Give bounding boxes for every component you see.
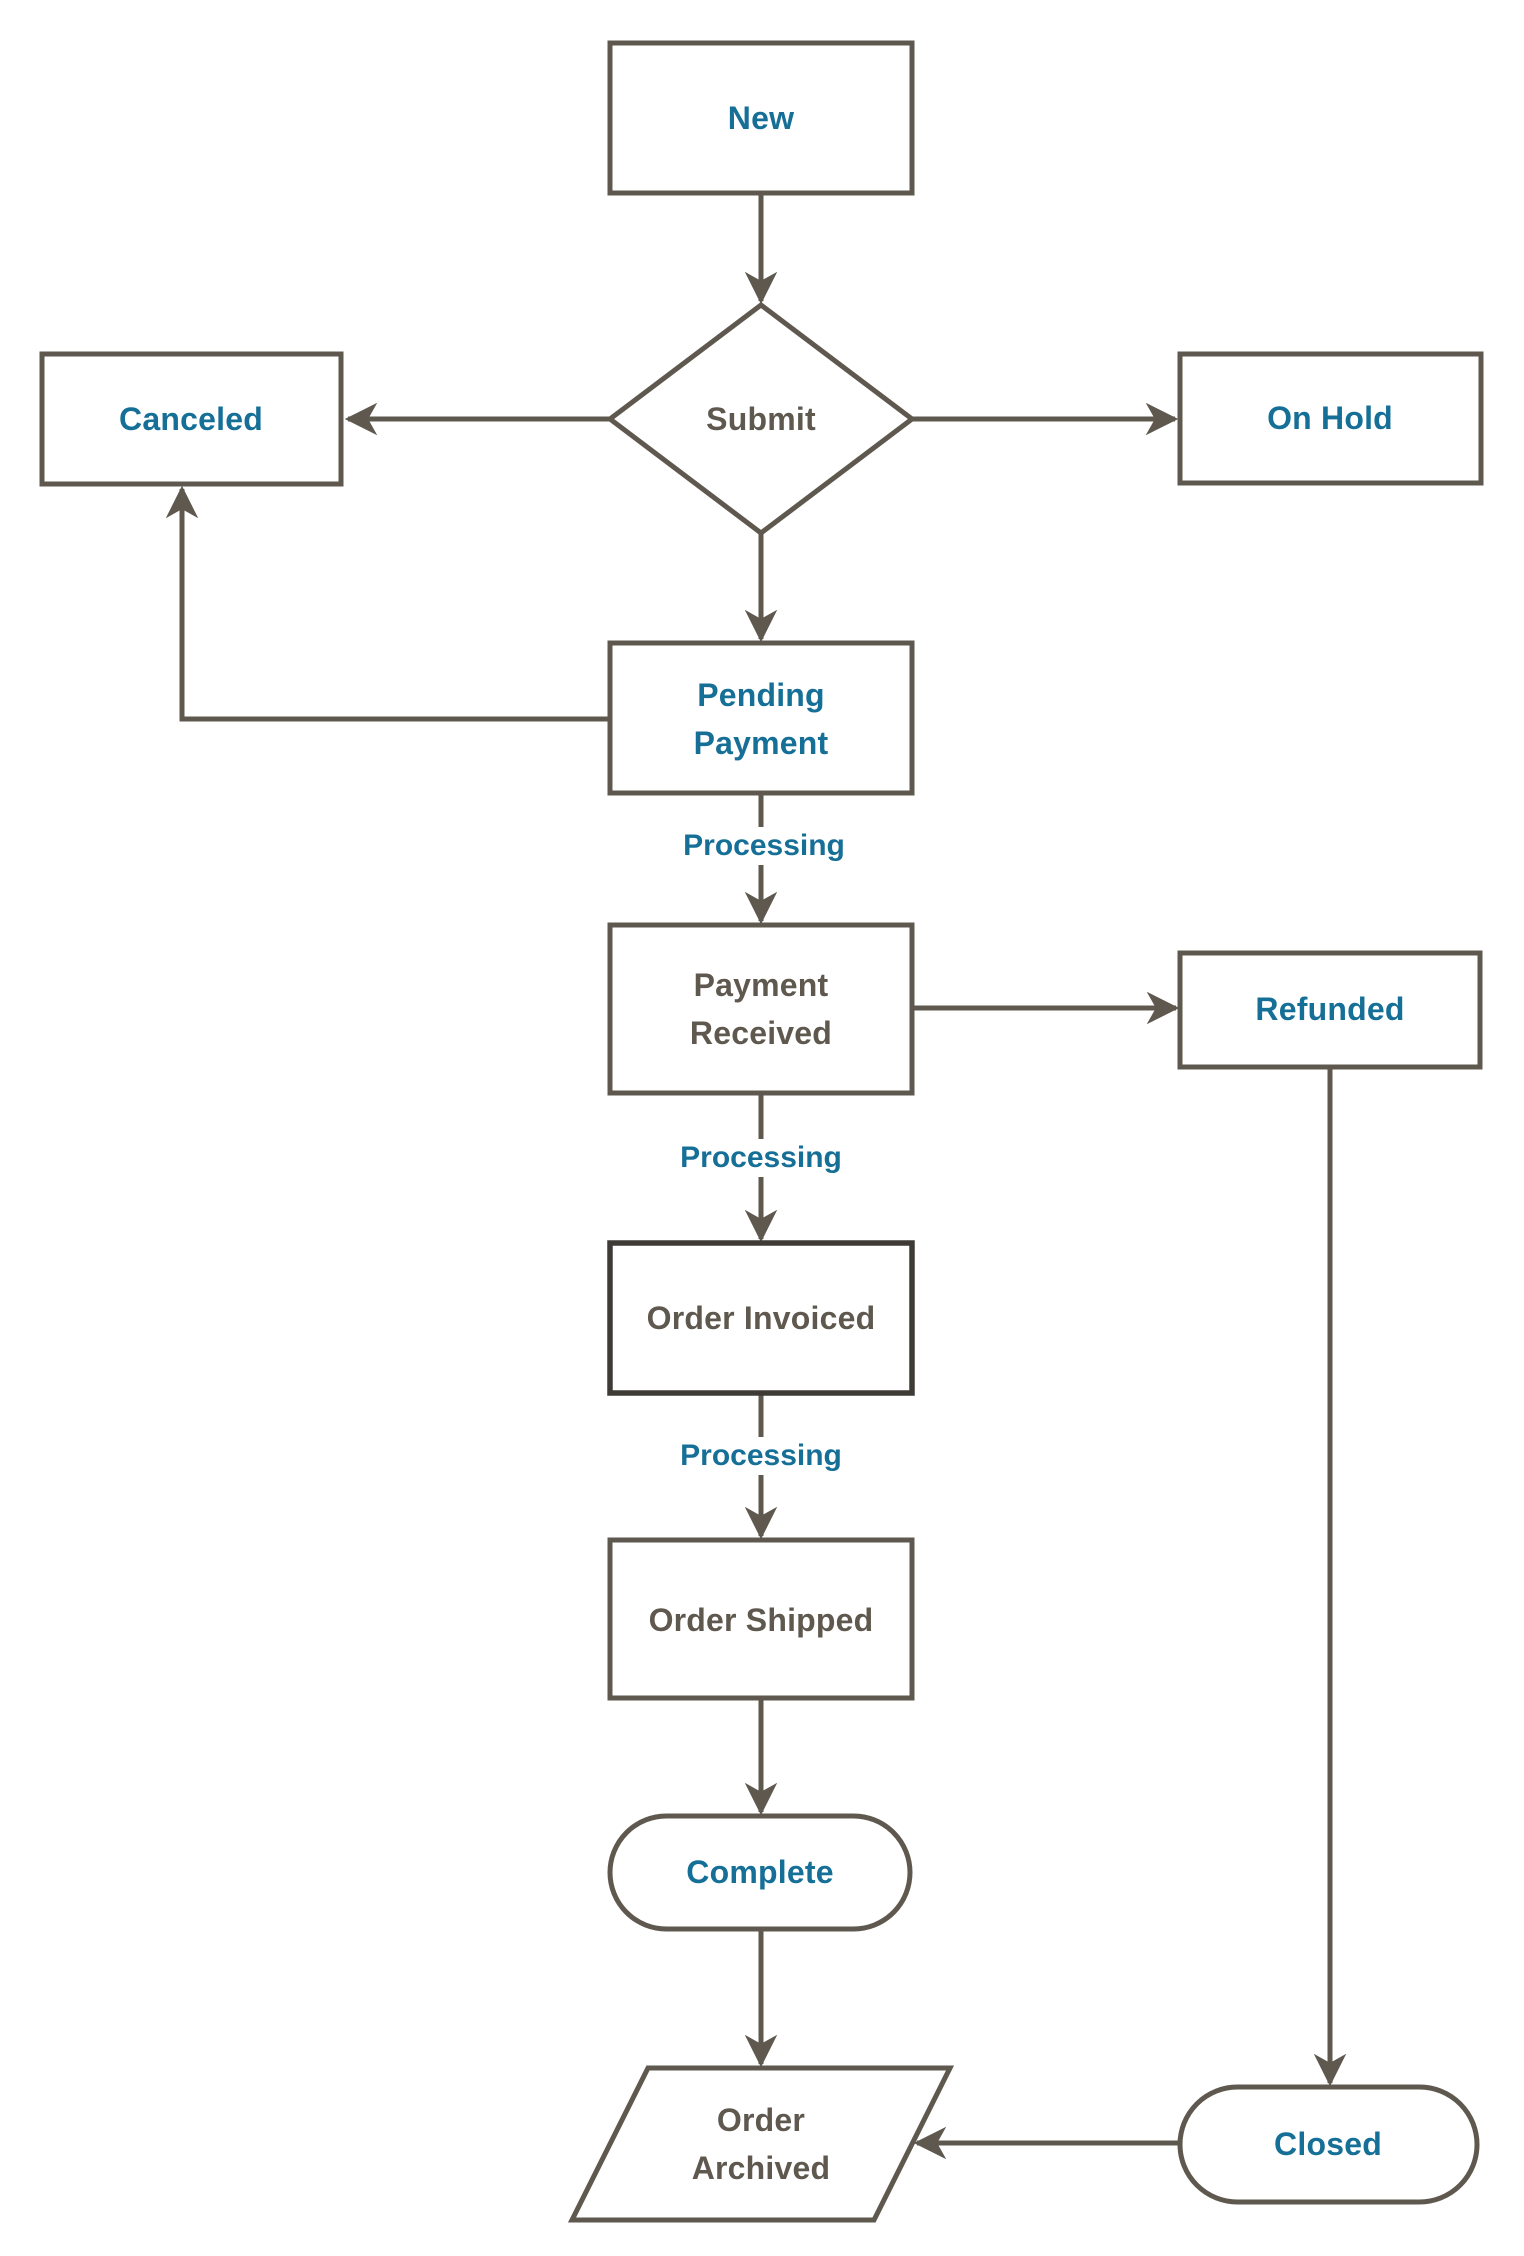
node-order-archived-label: Order Archived	[691, 2102, 831, 2186]
node-canceled-shape	[39, 351, 344, 487]
node-closed-label: Closed	[1274, 2126, 1382, 2162]
node-payment-received-shape	[607, 922, 915, 1096]
node-order-shipped-label: Order Shipped	[648, 1602, 874, 1638]
node-canceled-label: Canceled	[119, 401, 263, 437]
node-onhold-label: On Hold	[1267, 400, 1393, 436]
edge-pending-canceled	[165, 485, 610, 722]
node-complete-shape	[607, 1813, 913, 1932]
node-closed-shape	[1177, 2084, 1480, 2205]
node-complete-label: Complete	[686, 1854, 834, 1890]
node-order-invoiced-shape	[607, 1240, 915, 1396]
node-submit-shape	[605, 301, 917, 537]
node-onhold-shape	[1177, 351, 1484, 486]
node-refunded-shape	[1177, 950, 1483, 1070]
node-pending-payment-label: Pending Payment	[693, 677, 829, 761]
edge-label-processing-2: Processing	[672, 1139, 850, 1177]
node-pending-payment-shape	[607, 640, 915, 796]
edge-label-processing-1: Processing	[675, 827, 853, 865]
node-new-label: New	[727, 100, 795, 136]
edge-label-processing-3: Processing	[672, 1437, 850, 1475]
node-order-archived-shape	[567, 2065, 955, 2223]
node-payment-received-label: Payment Received	[689, 967, 833, 1051]
node-refunded-label: Refunded	[1255, 991, 1405, 1027]
node-new-shape	[607, 40, 915, 196]
node-order-shipped-shape	[607, 1537, 915, 1701]
node-order-invoiced-label: Order Invoiced	[646, 1300, 876, 1336]
node-submit-label: Submit	[706, 401, 816, 437]
